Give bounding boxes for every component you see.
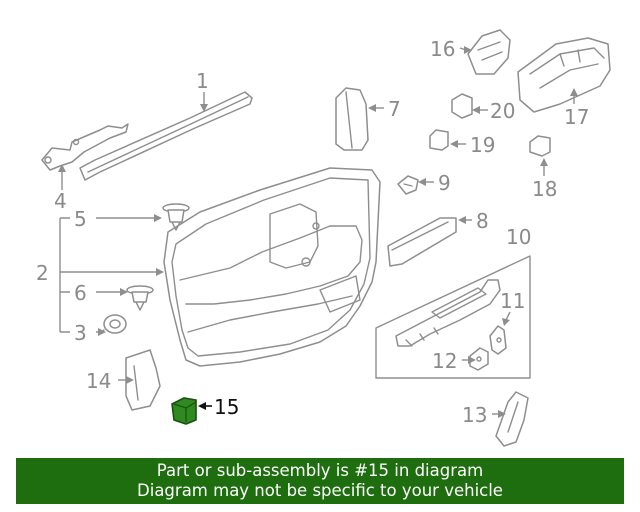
callout-12: 12 — [432, 349, 457, 373]
part-9-clip — [397, 175, 419, 195]
callout-18: 18 — [532, 177, 557, 201]
callout-5: 5 — [74, 207, 87, 231]
callout-13: 13 — [462, 403, 487, 427]
callout-1: 1 — [196, 69, 209, 93]
part-11-bracket — [489, 325, 507, 355]
part-19-switch — [429, 129, 449, 151]
callout-7: 7 — [388, 97, 401, 121]
part-4-bracket — [41, 123, 129, 171]
part-16-switch — [467, 29, 511, 75]
callout-17: 17 — [564, 105, 589, 129]
callout-14: 14 — [86, 369, 111, 393]
part-8-trim-strip — [387, 217, 457, 267]
part-12-bracket — [469, 347, 489, 371]
callout-3: 3 — [74, 321, 87, 345]
callout-15: 15 — [214, 395, 239, 419]
part-20-switch — [451, 93, 473, 119]
part-10-switch-bezel — [395, 279, 501, 347]
callout-2: 2 — [36, 261, 49, 285]
banner-line-2: Diagram may not be specific to your vehi… — [137, 481, 503, 500]
part-7-mirror-cover — [335, 87, 369, 151]
part-13-trim-piece — [495, 391, 529, 447]
part-6-push-pin — [126, 285, 154, 311]
callout-16: 16 — [430, 37, 455, 61]
callout-9: 9 — [438, 171, 451, 195]
part-3-clip — [99, 314, 127, 335]
callout-11: 11 — [500, 289, 525, 313]
callout-20: 20 — [490, 99, 515, 123]
part-1-weatherstrip — [79, 91, 253, 181]
banner-line-1: Part or sub-assembly is #15 in diagram — [156, 461, 484, 480]
callout-8: 8 — [476, 209, 489, 233]
leader-lines — [58, 46, 578, 418]
callout-labels: 1 2 3 4 5 6 7 8 9 10 11 12 13 14 15 16 1… — [36, 37, 589, 427]
callout-6: 6 — [74, 281, 87, 305]
part-2-door-panel — [163, 167, 381, 367]
part-18-clip — [529, 135, 551, 157]
part-17-master-switch — [517, 37, 611, 113]
part-15-highlighted-clip — [171, 397, 197, 425]
callout-10: 10 — [506, 225, 531, 249]
part-14-lower-trim — [125, 349, 161, 411]
part-10-group-box — [375, 255, 531, 379]
part-5-push-pin — [162, 203, 190, 231]
callout-19: 19 — [470, 133, 495, 157]
info-banner: Part or sub-assembly is #15 in diagram D… — [16, 458, 624, 504]
callout-4: 4 — [54, 189, 67, 213]
